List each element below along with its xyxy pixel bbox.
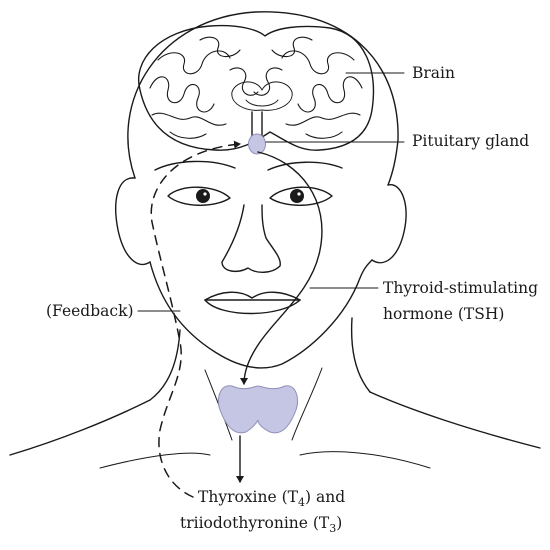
- t3-suffix: ): [336, 514, 342, 532]
- label-triiodothyronine: triiodothyronine (T3): [180, 514, 342, 535]
- t4-prefix: Thyroxine (T: [198, 488, 299, 506]
- t4-suffix: ) and: [305, 488, 345, 506]
- right-eye: [269, 186, 333, 206]
- label-brain: Brain: [412, 64, 455, 82]
- right-eyebrow: [267, 161, 343, 171]
- t4-subscript: 4: [298, 496, 305, 509]
- label-feedback: (Feedback): [46, 302, 134, 320]
- t3-subscript: 3: [329, 522, 336, 535]
- left-eyebrow: [154, 160, 236, 171]
- pituitary-gland: [248, 133, 266, 155]
- nose: [221, 204, 281, 273]
- brain: [138, 24, 375, 151]
- label-thyroxine: Thyroxine (T4) and: [198, 488, 345, 509]
- label-tsh-line2: hormone (TSH): [383, 305, 504, 323]
- t3-prefix: triiodothyronine (T: [180, 514, 330, 532]
- thyroid-gland: [218, 385, 299, 434]
- label-tsh-line1: Thyroid-stimulating: [383, 279, 538, 297]
- mouth: [204, 291, 301, 315]
- label-pituitary: Pituitary gland: [412, 132, 529, 150]
- feedback-pathway: [150, 140, 241, 498]
- head-outline: [9, 11, 541, 469]
- left-eye: [167, 186, 231, 206]
- tsh-pathway: [240, 151, 323, 385]
